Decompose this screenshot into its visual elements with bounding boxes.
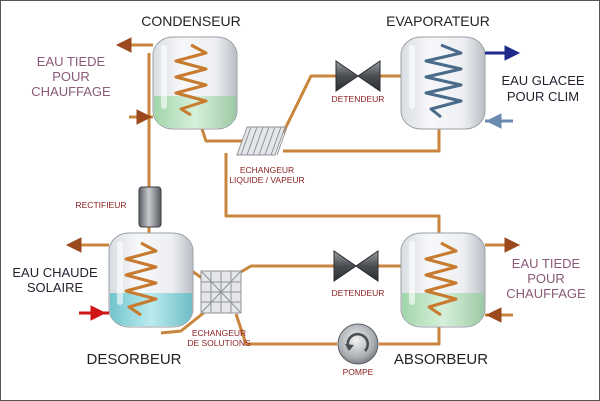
label-condenseur: CONDENSEUR — [141, 13, 241, 29]
pipe-pompe-to-echangeur-sol — [234, 313, 337, 346]
label-detendeur-top: DETENDEUR — [332, 94, 385, 104]
detendeur-top-valve — [335, 60, 381, 92]
arrow-out-condenseur — [115, 37, 132, 53]
label-rectifieur: RECTIFIEUR — [76, 200, 127, 210]
label-eau-glacee-1: EAU GLACEE — [501, 73, 584, 88]
arrow-in-desorbeur — [90, 305, 107, 321]
label-echangeur-sol-line2: DE SOLUTIONS — [187, 338, 251, 348]
pipe-absorbeur-to-pompe — [379, 326, 441, 346]
arrow-in-condenseur — [136, 109, 153, 125]
label-echangeur-sol-line1: ECHANGEUR — [192, 328, 246, 338]
label-eau-chaude-2: SOLAIRE — [27, 280, 84, 295]
arrows — [65, 37, 521, 323]
label-evaporateur: EVAPORATEUR — [386, 13, 490, 29]
label-detendeur-bottom: DETENDEUR — [332, 288, 385, 298]
pompe — [337, 323, 379, 365]
echangeur-de-solutions — [200, 270, 242, 314]
arrow-out-desorbeur — [65, 237, 82, 253]
pipe-evaporateur-return — [283, 129, 441, 153]
label-eau-tiede-bot-1: EAU TIEDE — [512, 256, 581, 271]
label-desorbeur: DESORBEUR — [86, 351, 181, 368]
pipe-echangeur-sol-to-detendeur-bottom — [238, 264, 334, 275]
arrow-in-absorbeur — [485, 307, 502, 323]
detendeur-bottom-valve — [333, 250, 379, 282]
label-pompe: POMPE — [343, 367, 374, 377]
label-absorbeur: ABSORBEUR — [394, 351, 488, 368]
label-eau-tiede-top-1: EAU TIEDE — [37, 54, 106, 69]
label-eau-tiede-bot-2: POUR — [527, 271, 565, 286]
label-eau-tiede-bot-3: CHAUFFAGE — [506, 286, 586, 301]
label-eau-glacee-2: POUR CLIM — [507, 89, 579, 104]
label-echangeur-lv-line1: ECHANGEUR — [240, 165, 294, 175]
desorbeur-tank — [108, 232, 194, 328]
evaporateur-coil — [424, 43, 463, 119]
label-echangeur-lv-line2: LIQUIDE / VAPEUR — [229, 175, 304, 185]
condenseur-coil — [174, 43, 208, 117]
condenseur-tank — [152, 36, 238, 130]
arrow-out-absorbeur — [504, 237, 521, 253]
pipe-echangeur-sol-to-desorbeur — [160, 309, 207, 335]
label-eau-tiede-top-2: POUR — [52, 69, 90, 84]
pipe-echangeur-lv-to-absorbeur — [224, 153, 441, 241]
desorbeur-coil — [124, 241, 158, 317]
absorbeur-coil — [424, 241, 458, 317]
echangeur-liquide-vapeur — [236, 126, 288, 156]
pipe-echangeur-lv-to-detendeur-top — [281, 74, 336, 134]
arrow-out-evaporateur — [504, 45, 521, 61]
label-eau-chaude-1: EAU CHAUDE — [12, 265, 98, 280]
label-eau-tiede-top-3: CHAUFFAGE — [31, 84, 111, 99]
arrow-in-evaporateur — [485, 113, 502, 129]
pipe-network — [147, 53, 441, 346]
evaporateur-tank — [400, 36, 486, 130]
rectifieur-column — [138, 186, 162, 228]
pipe-condenseur-to-echangeur-lv — [199, 125, 246, 143]
absorbeur-tank — [400, 232, 486, 328]
